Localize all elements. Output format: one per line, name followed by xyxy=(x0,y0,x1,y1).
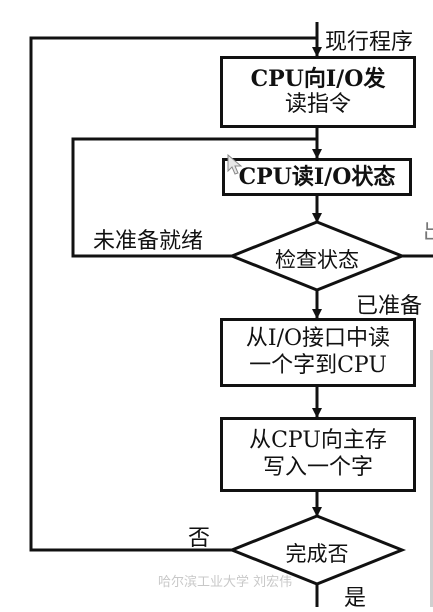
no-label: 否 xyxy=(188,526,211,551)
done-text: 完成否 xyxy=(285,542,349,566)
yes-label: 是 xyxy=(344,586,367,611)
done-diamond xyxy=(227,514,407,586)
send-read-command-line2: 读指令 xyxy=(284,92,351,117)
mouse-pointer-icon xyxy=(227,154,243,175)
read-status-box: CPU读I/O状态 xyxy=(222,158,412,196)
read-word-line2: 一个字到CPU xyxy=(249,352,387,378)
not-ready-label: 未准备就绪 xyxy=(93,229,204,254)
watermark: 哈尔滨工业大学 刘宏伟 xyxy=(158,575,293,590)
send-read-command-line1: CPU向I/O发 xyxy=(250,65,386,92)
error-label-cut: 出 xyxy=(423,214,433,246)
write-memory-line1: 从CPU向主存 xyxy=(249,428,387,454)
check-status-text: 检查状态 xyxy=(275,248,359,272)
ready-label: 已准备 xyxy=(356,294,423,319)
read-word-box: 从I/O接口中读 一个字到CPU xyxy=(220,318,416,387)
send-read-command-box: CPU向I/O发 读指令 xyxy=(220,56,416,128)
entry-label: 现行程序 xyxy=(325,30,414,55)
write-memory-line2: 写入一个字 xyxy=(262,454,373,480)
read-word-line1: 从I/O接口中读 xyxy=(245,326,391,352)
right-edge-rule xyxy=(430,350,433,607)
read-status-text: CPU读I/O状态 xyxy=(238,163,396,190)
write-memory-box: 从CPU向主存 写入一个字 xyxy=(220,417,416,492)
check-status-diamond xyxy=(227,220,407,292)
